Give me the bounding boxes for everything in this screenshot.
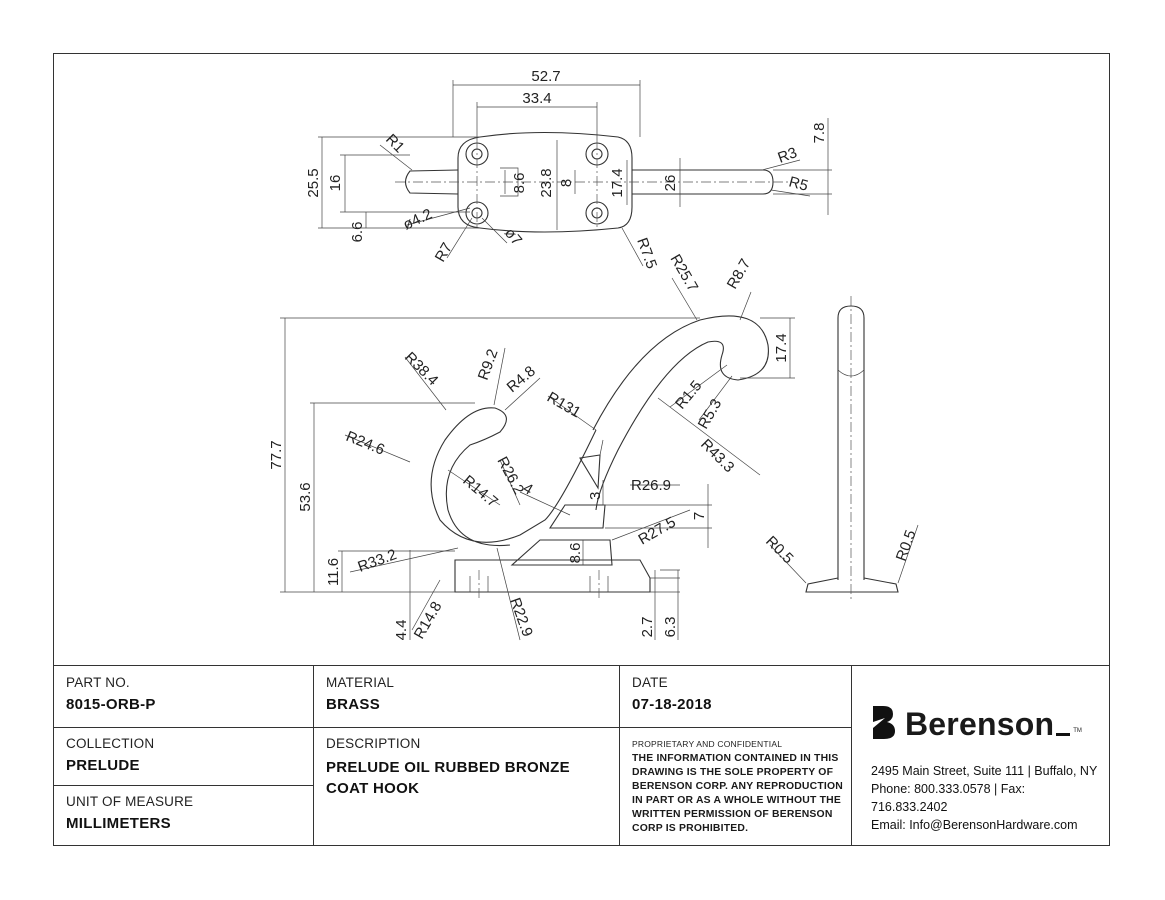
dim-label: R27.5: [636, 514, 679, 549]
legal-caption: PROPRIETARY AND CONFIDENTIAL: [632, 739, 783, 749]
dim-label: R25.7: [667, 252, 702, 295]
dim-label: 26: [662, 175, 679, 192]
dim-label: R1.5: [672, 377, 705, 412]
drawing-sheet-border: [53, 53, 1110, 846]
company-address: 2495 Main Street, Suite 111 | Buffalo, N…: [871, 764, 1098, 778]
description-caption: DESCRIPTION: [326, 736, 421, 751]
dim-label: R14.7: [459, 472, 501, 511]
part-no-cell: PART NO. 8015-ORB-P: [66, 675, 156, 713]
collection-value: PRELUDE: [66, 757, 140, 774]
dim-label: 8: [558, 179, 575, 187]
dim-label: 4.4: [393, 620, 410, 641]
date-caption: DATE: [632, 675, 668, 690]
part-no-caption: PART NO.: [66, 675, 130, 690]
dim-label: 16: [327, 175, 344, 192]
dim-label: R3: [776, 144, 800, 167]
dim-label: 17.4: [773, 333, 790, 362]
legal-text: THE INFORMATION CONTAINED IN THIS DRAWIN…: [632, 753, 843, 834]
material-caption: MATERIAL: [326, 675, 395, 690]
unit-caption: UNIT OF MEASURE: [66, 794, 194, 809]
dim-label: 3: [587, 492, 604, 500]
dim-label: 53.6: [297, 482, 314, 511]
dim-label: R24.6: [344, 428, 387, 459]
collection-caption: COLLECTION: [66, 736, 155, 751]
logo-wordmark: Berenson: [905, 706, 1055, 742]
dim-label: 11.6: [325, 558, 342, 586]
dim-label: 33.4: [522, 90, 551, 107]
berenson-logo-icon: [873, 706, 895, 739]
company-phone-fax: Phone: 800.333.0578 | Fax: 716.833.2402: [871, 782, 1026, 814]
date-cell: DATE 07-18-2018: [632, 675, 712, 713]
dim-label: 17.4: [609, 168, 626, 197]
legal-cell: PROPRIETARY AND CONFIDENTIAL THE INFORMA…: [632, 739, 844, 836]
dim-label: R1: [382, 131, 408, 157]
description-value: PRELUDE OIL RUBBED BRONZE COAT HOOK: [326, 759, 570, 797]
dim-label: 7.8: [811, 123, 828, 144]
dim-label: 8.6: [567, 543, 584, 564]
dim-label: R131: [544, 389, 584, 422]
dim-label: 2.7: [639, 617, 656, 638]
dim-label: ø4.2: [401, 206, 435, 234]
dim-label: R5: [787, 173, 810, 194]
dim-label: R22.9: [506, 596, 536, 639]
dim-label: 8.6: [511, 173, 528, 194]
dim-label: ø7: [501, 225, 525, 249]
top-view: 52.7 33.4 25.5 16 6.6 R1 ø4.2 R7 ø7 8.6 …: [305, 68, 832, 271]
description-cell: DESCRIPTION PRELUDE OIL RUBBED BRONZE CO…: [326, 736, 611, 799]
unit-value: MILLIMETERS: [66, 815, 171, 832]
dim-label: 7: [691, 512, 708, 520]
material-value: BRASS: [326, 696, 381, 713]
dim-label: 25.5: [305, 168, 322, 197]
dim-label: 6.3: [662, 617, 679, 638]
company-cell: Berenson TM 2495 Main Street, Suite 111 …: [871, 704, 1103, 834]
dim-label: R9.2: [475, 347, 502, 383]
dim-label: R4.8: [504, 363, 539, 396]
date-value: 07-18-2018: [632, 696, 712, 713]
trademark-mark: TM: [1073, 728, 1082, 734]
dim-label: 77.7: [268, 440, 285, 469]
dim-label: R7.5: [633, 236, 660, 272]
dim-label: R33.2: [356, 546, 399, 576]
dim-label: R7: [432, 240, 456, 265]
dim-label: R38.4: [401, 349, 441, 389]
dim-label: R8.7: [724, 256, 755, 292]
collection-cell: COLLECTION PRELUDE: [66, 736, 154, 774]
dim-label: R43.3: [697, 436, 737, 476]
unit-cell: UNIT OF MEASURE MILLIMETERS: [66, 794, 193, 832]
dim-label: R0.5: [762, 533, 796, 567]
side-view: R25.7 R8.7 17.4 R38.4 R9.2 R4.8 R131 R1.…: [268, 252, 795, 642]
dim-label: R26.9: [631, 477, 671, 494]
dim-label: 52.7: [531, 68, 560, 85]
company-email: Email: Info@BerensonHardware.com: [871, 818, 1078, 832]
dim-label: 6.6: [349, 222, 366, 243]
dim-label: R5.3: [695, 396, 726, 432]
dim-label: R14.8: [411, 599, 446, 642]
part-no-value: 8015-ORB-P: [66, 696, 156, 713]
company-logo: Berenson TM: [871, 704, 1103, 740]
dim-label: 23.8: [538, 168, 555, 197]
material-cell: MATERIAL BRASS: [326, 675, 394, 713]
dim-label: R0.5: [893, 528, 920, 564]
